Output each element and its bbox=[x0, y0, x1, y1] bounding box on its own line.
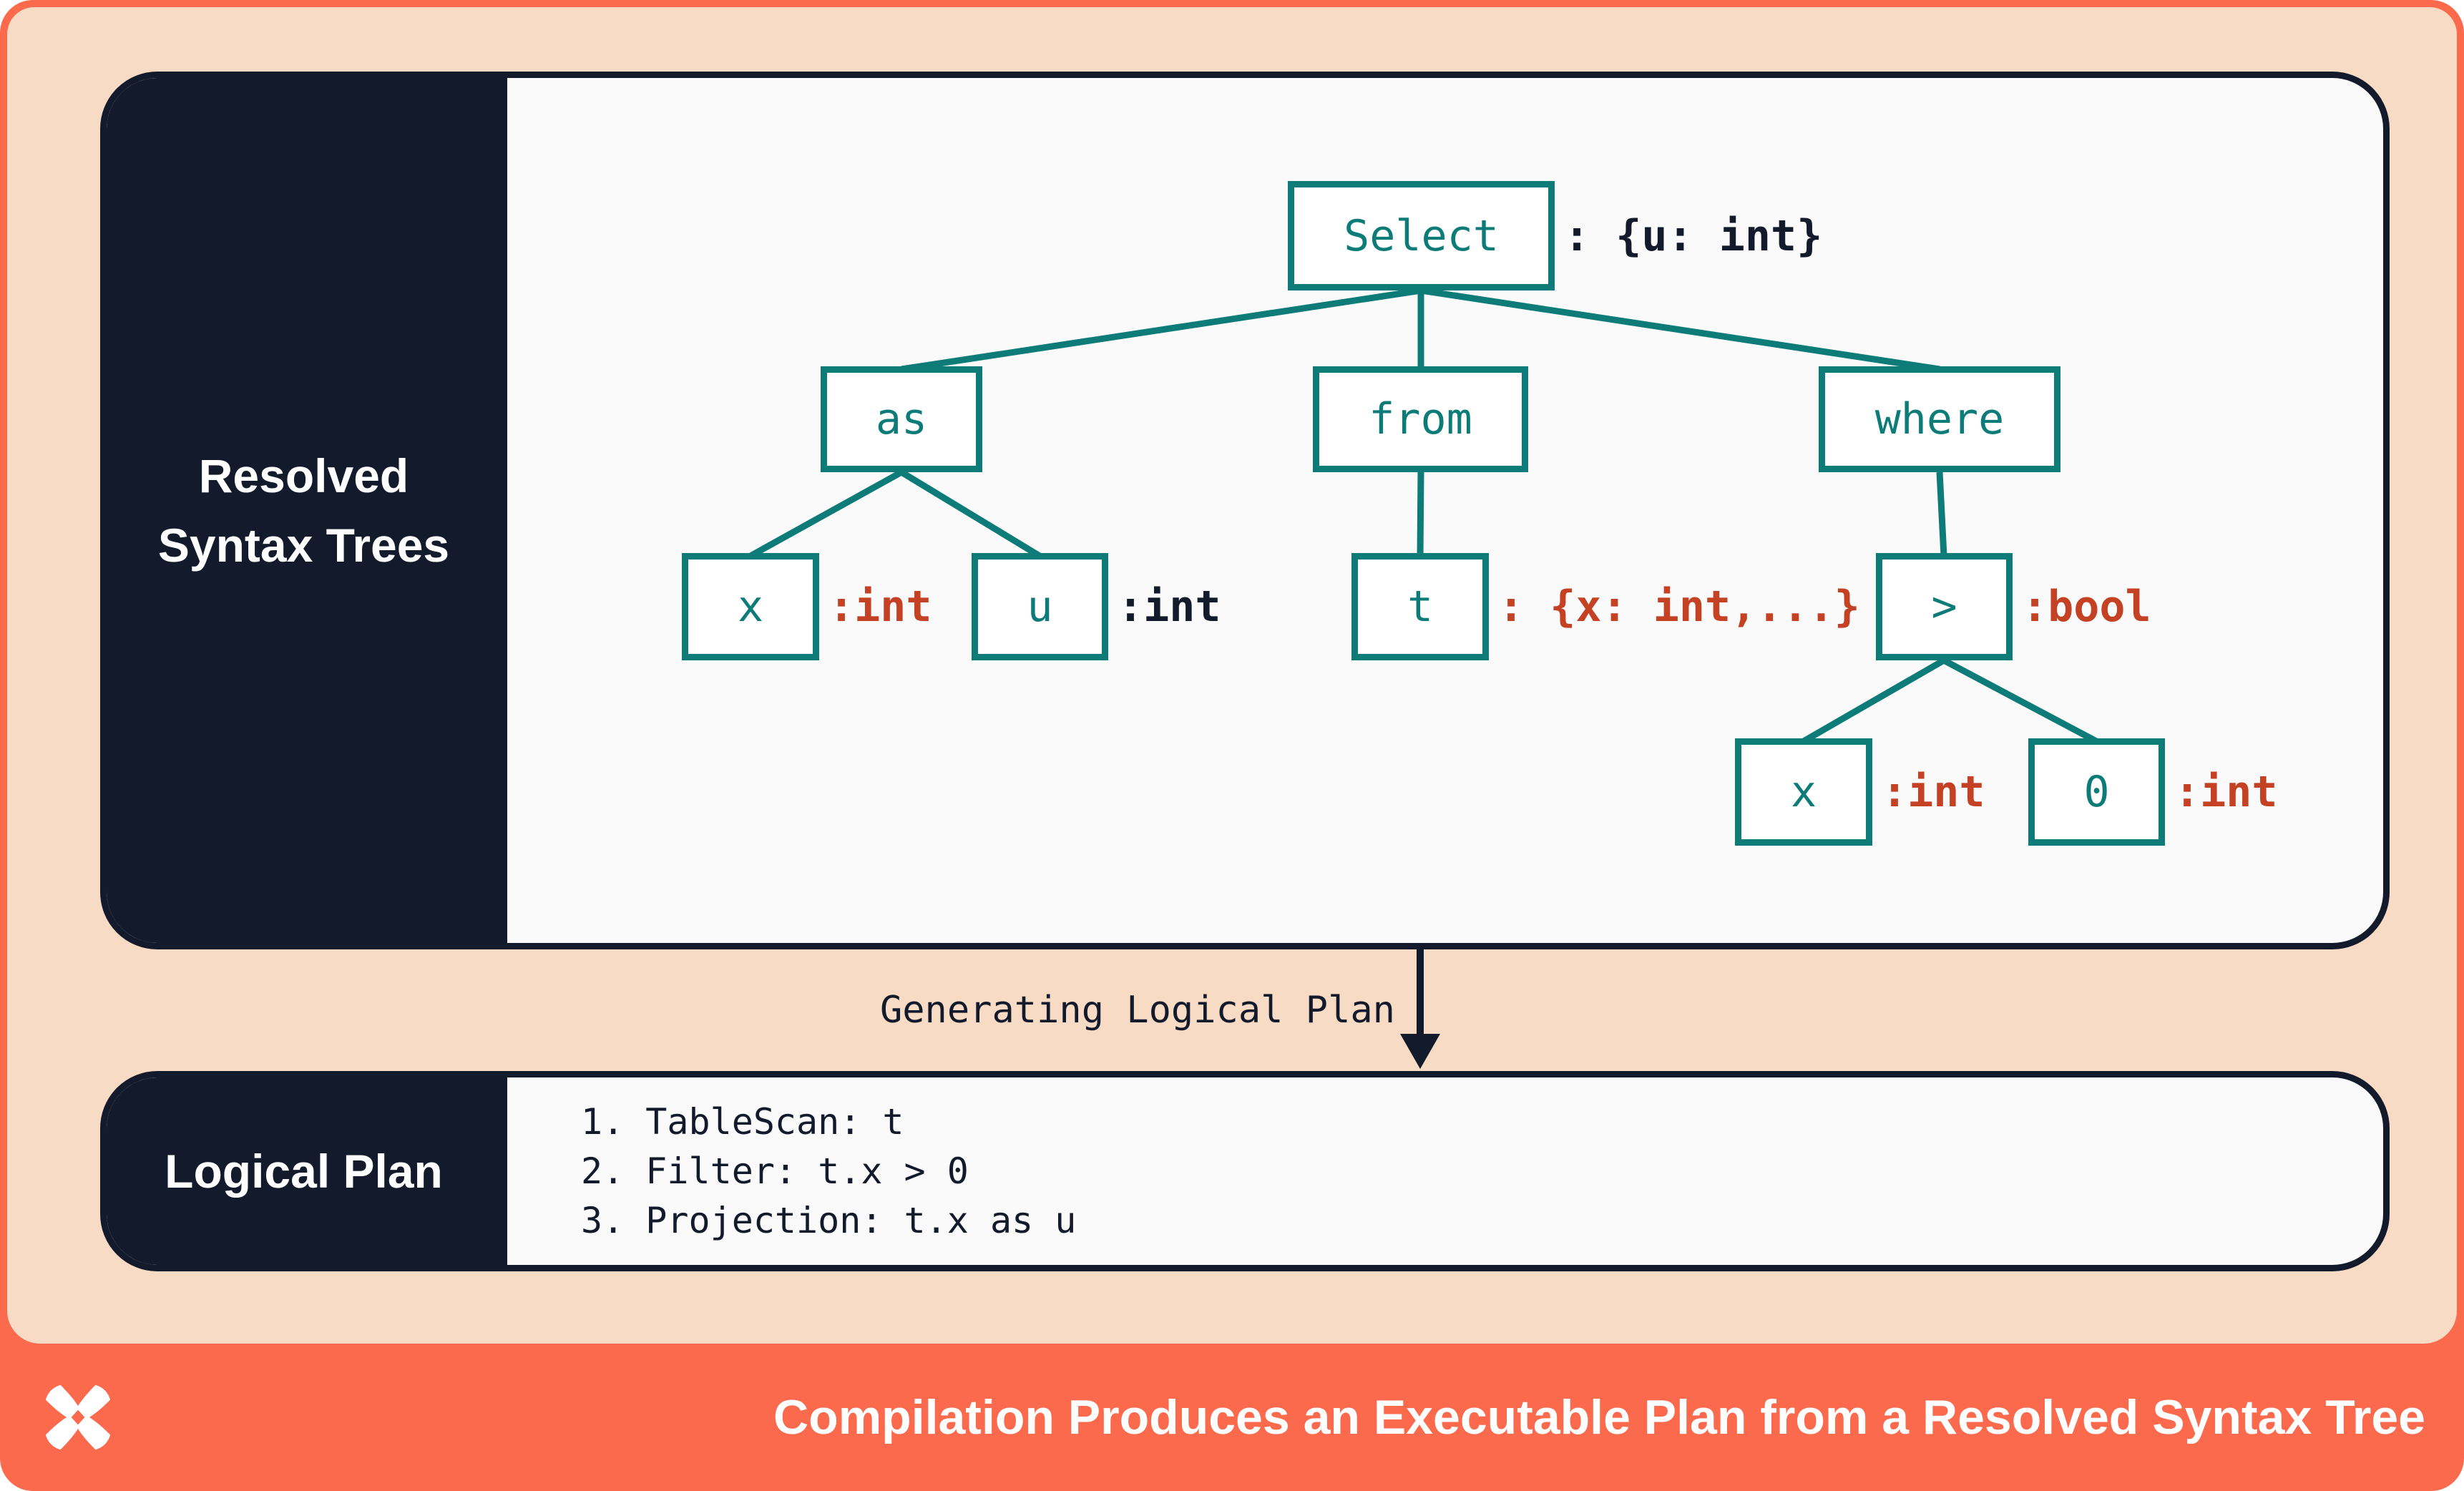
node-type-annotation: :int bbox=[1882, 767, 1985, 817]
footer-title: Compilation Produces an Executable Plan … bbox=[773, 1390, 2425, 1444]
node-label: x bbox=[1790, 767, 1817, 817]
tree-node-where: where bbox=[1819, 366, 2060, 472]
rst-sidebar: Resolved Syntax Trees bbox=[107, 78, 507, 943]
footer-bar: Compilation Produces an Executable Plan … bbox=[0, 1344, 2464, 1491]
tree-node-greater-than: > :bool bbox=[1876, 553, 2151, 660]
tree-node-from: from bbox=[1313, 366, 1528, 472]
node-label: t bbox=[1407, 582, 1434, 632]
logical-plan-step: 2. Filter: t.x > 0 bbox=[581, 1150, 969, 1192]
node-label: u bbox=[1027, 582, 1053, 632]
lp-sidebar-label: Logical Plan bbox=[165, 1144, 443, 1198]
transition-label: Generating Logical Plan bbox=[879, 989, 1395, 1032]
node-label: x bbox=[737, 582, 764, 632]
node-type-annotation: : {u: int} bbox=[1564, 210, 1823, 261]
resolved-syntax-trees-panel: Resolved Syntax Trees bbox=[100, 72, 2390, 949]
tree-node-as: as bbox=[821, 366, 982, 472]
x-mark-logo-icon bbox=[45, 1384, 111, 1450]
node-label: as bbox=[875, 394, 928, 444]
logical-plan-steps: 1. TableScan: t 2. Filter: t.x > 0 3. Pr… bbox=[507, 1077, 2383, 1265]
tree-edges bbox=[748, 287, 2098, 744]
rst-title-line1: Resolved bbox=[198, 449, 409, 502]
lp-layer: Logical Plan 1. TableScan: t 2. Filter: … bbox=[107, 1077, 2383, 1265]
tree-node-u: u :int bbox=[972, 553, 1221, 660]
rst-layer: Resolved Syntax Trees bbox=[107, 78, 2383, 943]
node-type-annotation: : {x: int,...} bbox=[1498, 582, 1860, 632]
node-label: 0 bbox=[2083, 767, 2110, 817]
transition-zone: Generating Logical Plan bbox=[100, 949, 2390, 1071]
node-type-annotation: :int bbox=[2174, 767, 2278, 817]
tree-node-x-where: x :int bbox=[1735, 738, 1985, 846]
tree-node-x-as: x :int bbox=[682, 553, 932, 660]
logical-plan-step: 3. Projection: t.x as u bbox=[581, 1199, 1077, 1241]
tree-node-t: t : {x: int,...} bbox=[1351, 553, 1860, 660]
logical-plan-panel: Logical Plan 1. TableScan: t 2. Filter: … bbox=[100, 1071, 2390, 1271]
node-label: where bbox=[1874, 394, 2005, 444]
node-type-annotation: :int bbox=[828, 582, 932, 632]
lp-sidebar: Logical Plan bbox=[107, 1077, 507, 1265]
rst-title-line2: Syntax Trees bbox=[157, 518, 450, 572]
tree-node-select: Select : {u: int} bbox=[1288, 181, 1822, 290]
tree-node-zero: 0 :int bbox=[2028, 738, 2278, 846]
rst-sidebar-label: Resolved Syntax Trees bbox=[158, 441, 449, 580]
node-label: from bbox=[1369, 394, 1472, 444]
node-label: Select bbox=[1344, 210, 1499, 261]
logical-plan-step: 1. TableScan: t bbox=[581, 1100, 904, 1143]
node-type-annotation: :bool bbox=[2022, 582, 2151, 632]
node-label: > bbox=[1931, 582, 1957, 632]
arrow-down-icon bbox=[1400, 949, 1440, 1069]
node-type-annotation: :int bbox=[1118, 582, 1221, 632]
